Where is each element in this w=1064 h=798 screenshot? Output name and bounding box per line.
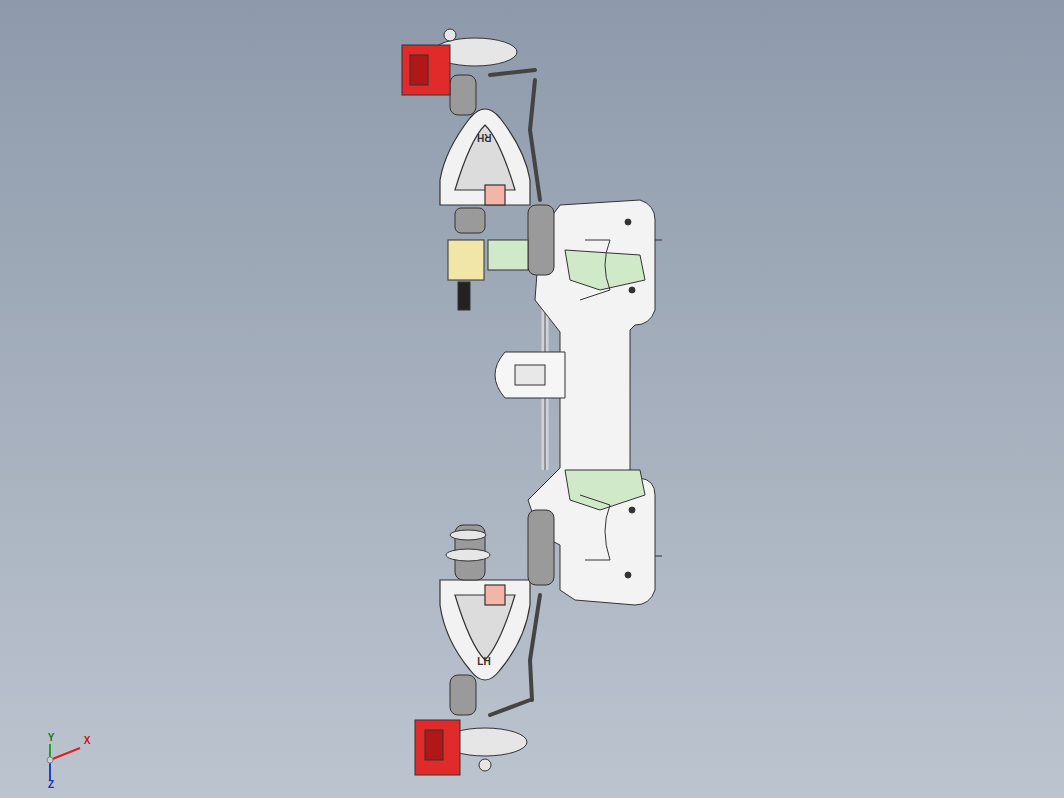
tie-rods [490, 700, 530, 715]
hub-and-disc [444, 29, 456, 41]
upper-control-arm [440, 109, 530, 680]
brake-caliper [402, 45, 450, 95]
hub-and-disc [479, 759, 491, 771]
subframe [625, 572, 631, 578]
boots [528, 205, 554, 275]
upper-control-arm [440, 109, 530, 205]
subframe [629, 287, 635, 293]
damper [458, 282, 470, 310]
subframe [580, 240, 610, 300]
axis-triad [47, 744, 80, 780]
subframe [625, 219, 631, 225]
damper [488, 240, 528, 270]
tie-rods [490, 70, 540, 715]
boots [450, 75, 476, 115]
subframe [565, 470, 645, 510]
subframe [655, 240, 662, 241]
tie-rods [530, 80, 540, 200]
boots [450, 675, 476, 715]
center-bracket [495, 352, 565, 398]
upper-control-arm [440, 580, 530, 680]
axis-triad [50, 748, 80, 760]
upper-control-arm [485, 185, 505, 205]
brake-caliper [410, 55, 428, 85]
axis-triad [47, 757, 53, 763]
brake-caliper [415, 720, 460, 775]
damper [448, 240, 528, 310]
subframe [629, 507, 635, 513]
damper [448, 240, 484, 280]
tie-rods [490, 70, 535, 75]
subframe [655, 556, 662, 557]
hub-and-disc [433, 29, 527, 771]
upper-control-arm [455, 125, 515, 190]
brake-caliper [425, 730, 443, 760]
subframe [580, 495, 610, 560]
upper-control-arm [485, 585, 505, 605]
center-bracket [495, 352, 565, 398]
axis-label: Z [48, 780, 54, 790]
hub-and-disc [446, 549, 490, 561]
hub-and-disc [450, 530, 486, 540]
boots [528, 510, 554, 585]
center-bracket [515, 365, 545, 385]
tie-rods [530, 595, 540, 700]
side-mark: LH [477, 657, 490, 667]
axis-label: X [84, 736, 91, 746]
boots [450, 75, 554, 715]
boots [455, 208, 485, 233]
axis-label: Y [48, 733, 55, 743]
subframe [528, 200, 662, 605]
subframe [528, 200, 655, 605]
side-mark: RH [477, 132, 491, 142]
brake-caliper [402, 45, 460, 775]
